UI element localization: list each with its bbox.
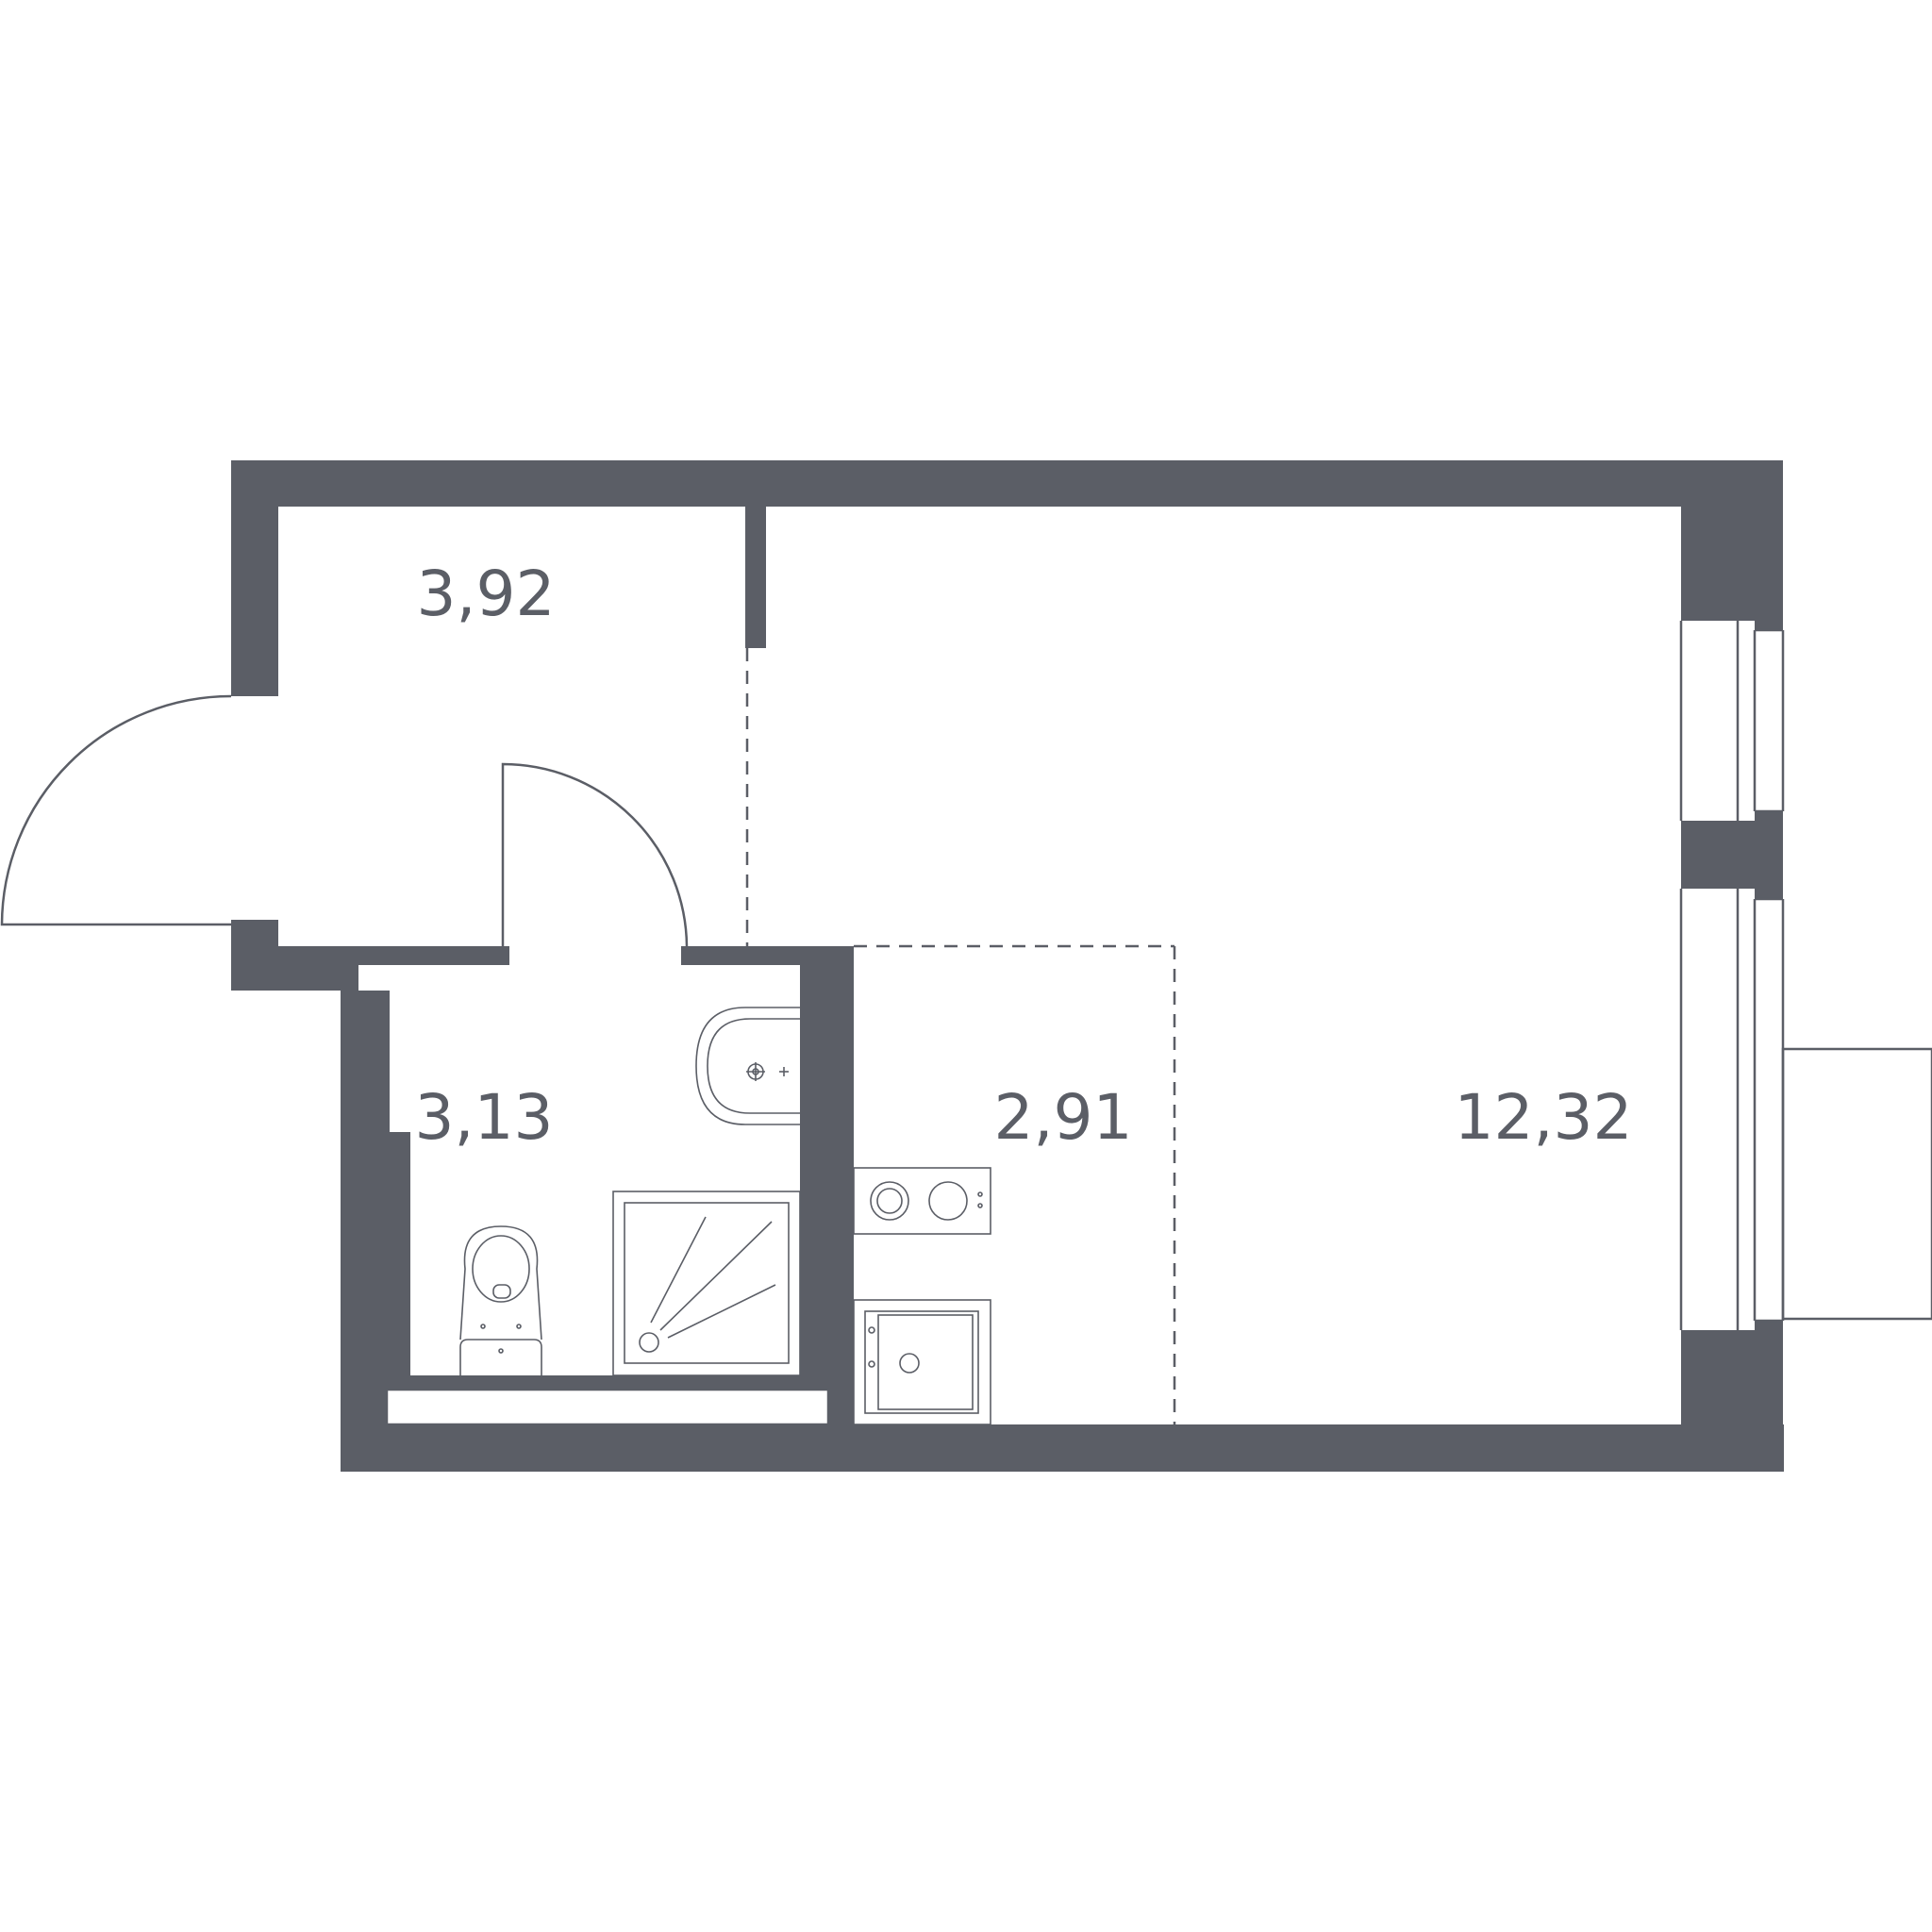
bottom-wall (341, 1424, 1784, 1472)
top-wall (231, 460, 1755, 507)
right-wall-upper (1681, 460, 1755, 621)
duct-outline (385, 1388, 830, 1426)
right-wall-lower (1681, 1330, 1755, 1472)
window-lower (1679, 889, 1785, 1330)
entrance-door (0, 694, 232, 926)
cooktop-icon (853, 1167, 991, 1235)
right-wall-pier (1681, 821, 1755, 889)
windows (1679, 621, 1932, 1330)
bathroom-left-notch (390, 1132, 410, 1375)
bathroom-area-label: 3,13 (415, 1081, 554, 1154)
right-wall-outer-lower (1755, 1321, 1783, 1472)
right-wall-outer-pier (1755, 811, 1783, 899)
duct-strip (387, 1390, 828, 1424)
hallway-area-label: 3,92 (417, 558, 556, 630)
bathroom-left-wall (341, 991, 390, 1472)
kitchen-sink-icon (853, 1299, 991, 1425)
shower-tray-icon (612, 1191, 801, 1376)
bathroom-door (501, 762, 689, 947)
living-room-area-label: 12,32 (1455, 1081, 1633, 1154)
bathroom-right-wall (800, 946, 854, 1424)
zone-separators (745, 648, 1176, 1424)
toilet-icon (459, 1225, 542, 1375)
bathroom-top-wall-left (278, 946, 509, 965)
washbasin-icon (695, 1007, 800, 1125)
balcony-outline (1781, 1047, 1932, 1321)
interior-walls (278, 507, 854, 1424)
partition-stub (745, 507, 766, 648)
window-upper (1679, 621, 1785, 821)
area-labels: 3,92 3,13 2,91 12,32 (415, 558, 1633, 1154)
bathroom-bottom-wall (390, 1375, 800, 1390)
left-wall-upper (231, 460, 278, 696)
kitchen-area-label: 2,91 (994, 1081, 1133, 1154)
right-wall-outer-upper (1755, 460, 1783, 630)
